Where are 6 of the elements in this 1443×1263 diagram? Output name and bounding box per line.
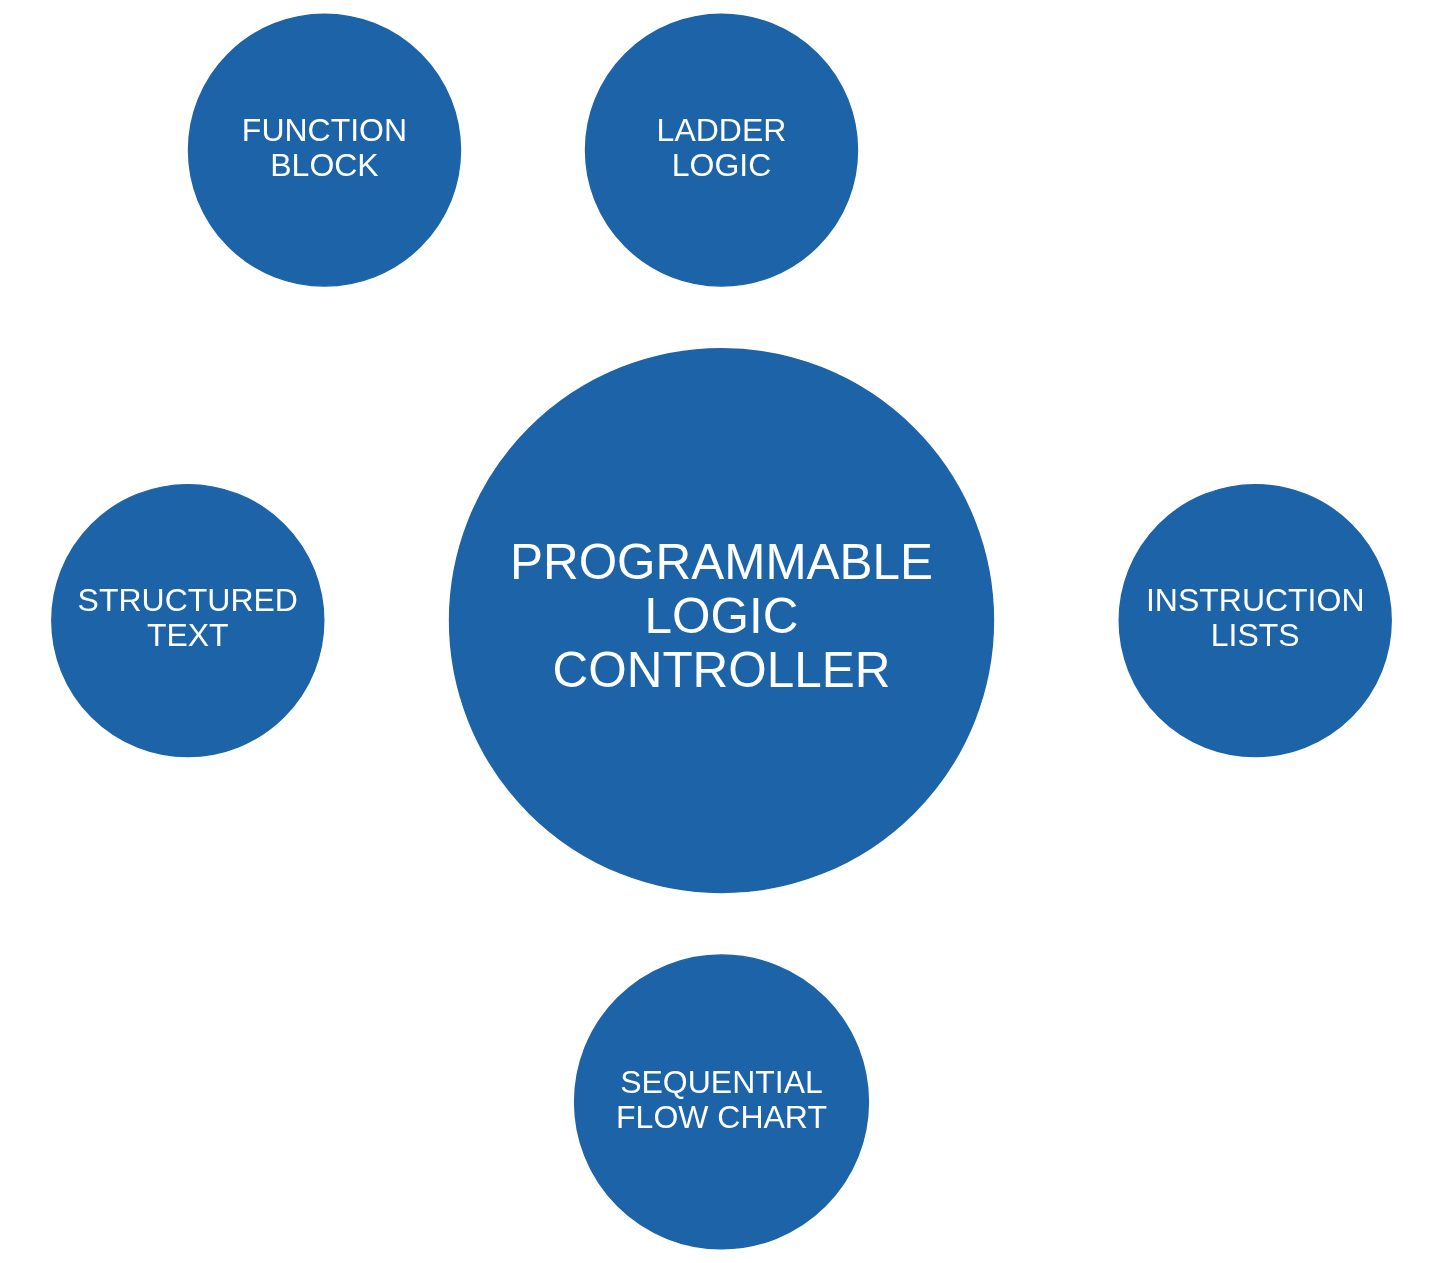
node-circle: INSTRUCTION LISTS	[1118, 483, 1392, 758]
node-circle: FUNCTION BLOCK	[187, 13, 462, 287]
node-circle: LADDER LOGIC	[584, 13, 859, 287]
node-circle: SEQUENTIAL FLOW CHART	[573, 954, 870, 1250]
node-circle: STRUCTURED TEXT	[51, 483, 325, 758]
node-circle: PROGRAMMABLE LOGIC CONTROLLER	[448, 347, 995, 894]
